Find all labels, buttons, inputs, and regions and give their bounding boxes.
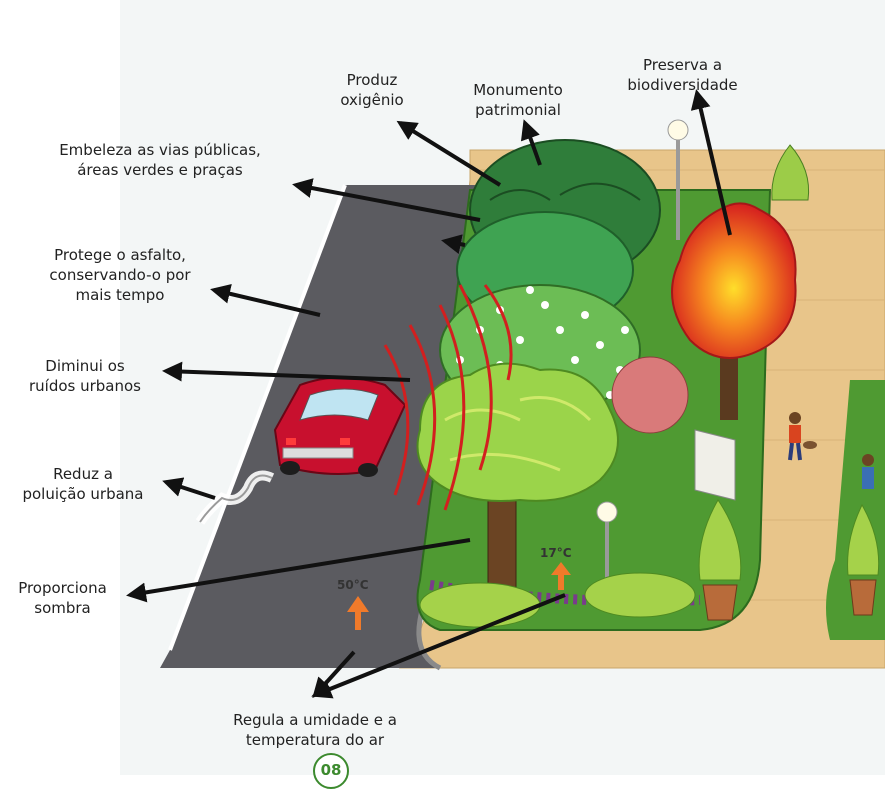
pink-shrub [612,357,688,433]
bench [695,430,735,500]
label-embeleza-vias: Embeleza as vias públicas,áreas verdes e… [40,140,280,180]
lamp-top [668,120,688,140]
front-bush-2 [585,573,695,617]
page-number-badge: 08 [313,753,349,789]
temperature-park: 17°C [540,546,572,560]
lamp-bottom [597,502,617,522]
person-on-bench-right [862,454,874,489]
temperature-street: 50°C [337,578,369,592]
front-bush [420,583,540,627]
main-tree-crown [418,364,619,501]
